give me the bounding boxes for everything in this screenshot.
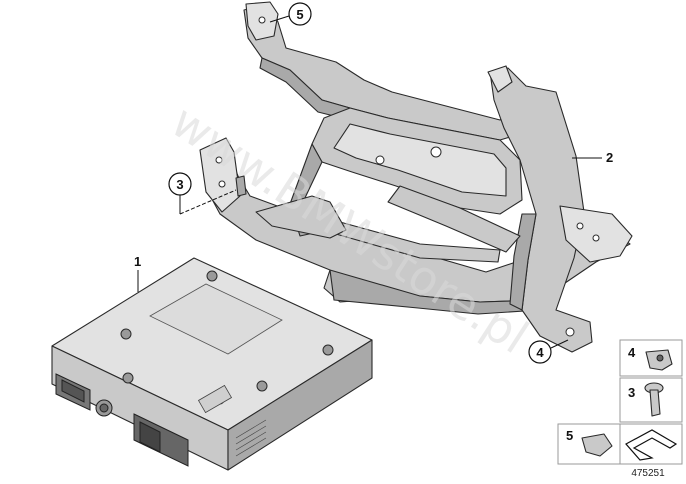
mounting-bracket — [199, 1, 633, 353]
housing-screws — [120, 270, 334, 414]
svg-text:2: 2 — [606, 150, 613, 165]
legend-clip: 5 — [557, 423, 621, 465]
vent-grille — [235, 419, 267, 457]
svg-text:4: 4 — [628, 345, 636, 360]
arrow-symbol-icon — [625, 429, 678, 461]
svg-text:5: 5 — [566, 428, 573, 443]
callout-control-unit: 1 — [134, 254, 141, 292]
connector-center — [133, 413, 189, 467]
callout-clip: 5 — [269, 2, 312, 26]
clip-icon — [581, 433, 613, 457]
legend-nut-clip: 4 — [619, 339, 683, 377]
diagram-number: 475251 — [631, 468, 665, 479]
connector-left — [55, 373, 113, 417]
screw-shank-icon — [649, 389, 661, 417]
callout-bracket: 2 — [572, 150, 613, 165]
callout-nut-clip: 4 — [528, 339, 569, 364]
legend-arrow — [619, 423, 683, 465]
svg-text:5: 5 — [296, 7, 303, 22]
svg-text:3: 3 — [176, 177, 183, 192]
control-unit — [51, 257, 373, 471]
legend-screw: 3 — [619, 377, 683, 423]
svg-text:4: 4 — [536, 345, 544, 360]
svg-text:3: 3 — [628, 385, 635, 400]
callout-screw: 3 — [168, 172, 247, 215]
svg-text:1: 1 — [134, 254, 141, 269]
